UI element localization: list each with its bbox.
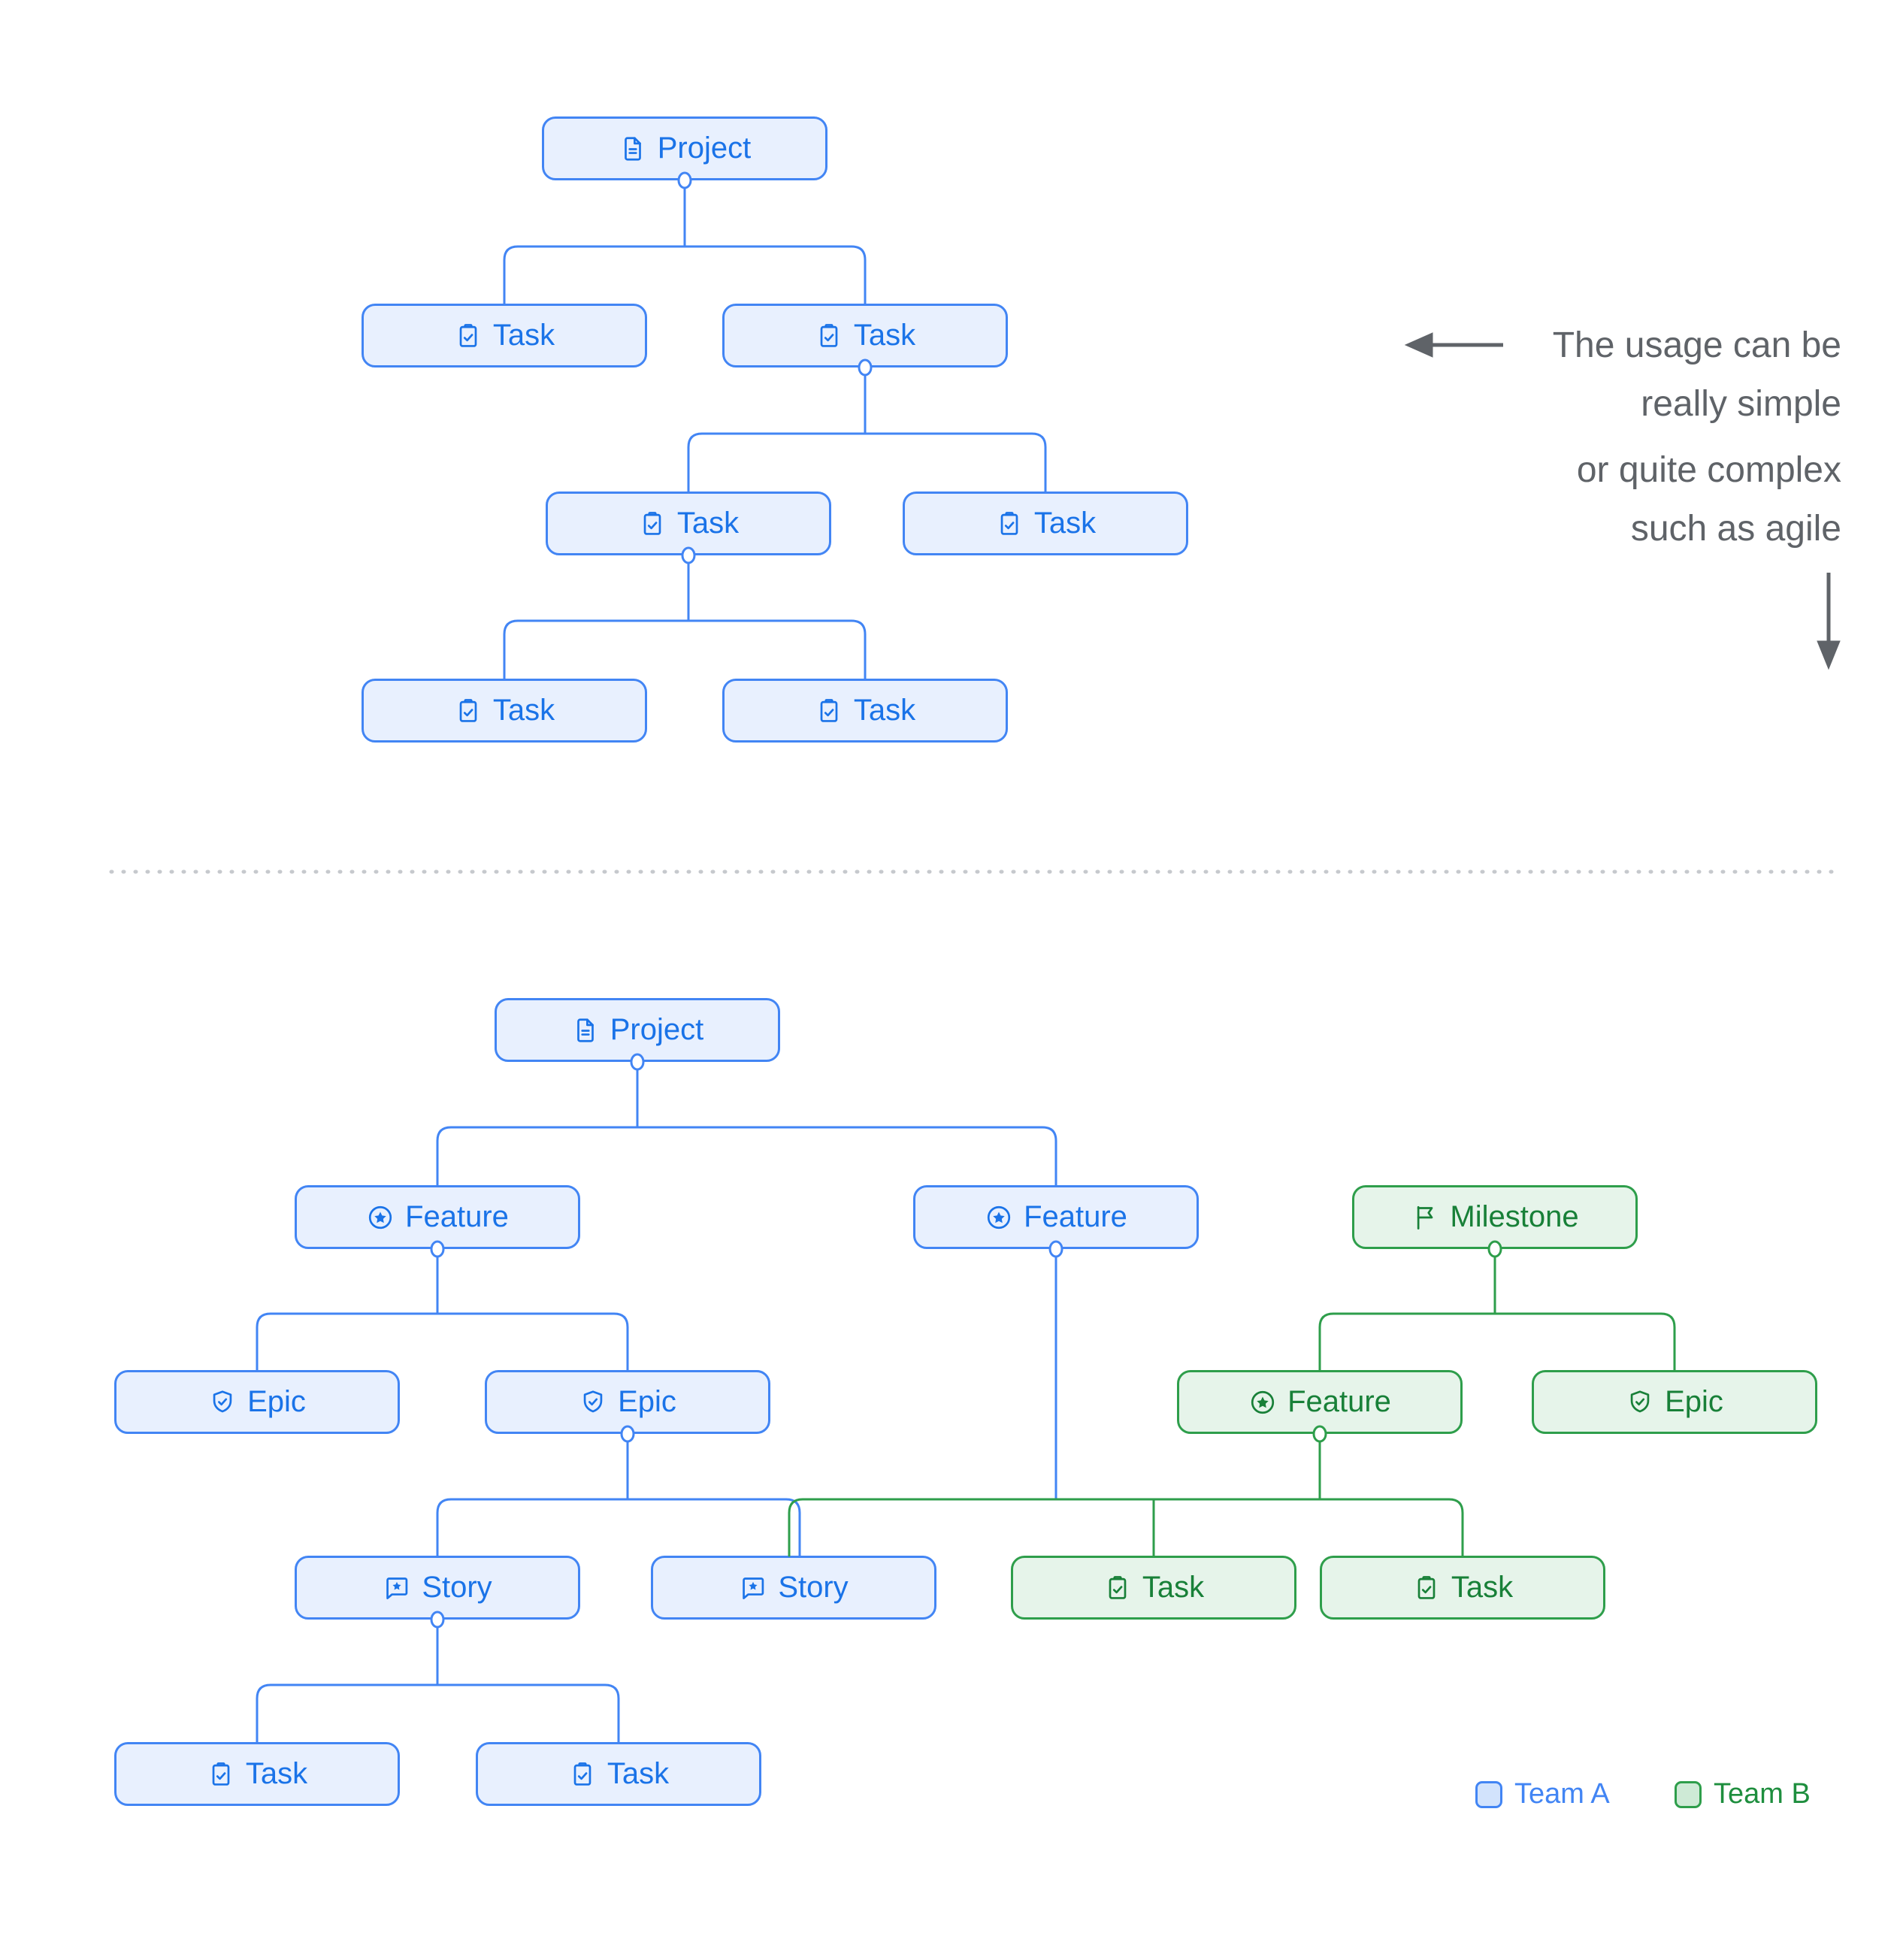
- node-label: Feature: [1287, 1385, 1391, 1418]
- task-icon: [638, 510, 667, 538]
- node-b-task-2[interactable]: Task: [1320, 1556, 1605, 1620]
- node-label: Task: [245, 1757, 308, 1790]
- annotation-text: The usage can be really simple or quite …: [1553, 316, 1841, 558]
- annotation-line-4: such as agile: [1630, 509, 1841, 549]
- task-icon: [454, 697, 483, 725]
- node-b-story-2[interactable]: Story: [651, 1556, 936, 1620]
- node-t-project[interactable]: Project: [542, 116, 827, 180]
- node-label: Feature: [405, 1200, 509, 1233]
- node-label: Task: [1142, 1571, 1205, 1604]
- document-icon: [619, 135, 647, 163]
- team-b-swatch-icon: [1675, 1780, 1702, 1808]
- task-icon: [1412, 1574, 1441, 1602]
- story-icon: [383, 1574, 411, 1602]
- node-b-feature-1[interactable]: Feature: [295, 1185, 580, 1249]
- task-icon: [1103, 1574, 1132, 1602]
- node-label: Task: [853, 319, 916, 352]
- node-b-task-4[interactable]: Task: [476, 1742, 761, 1806]
- document-icon: [571, 1016, 600, 1045]
- node-label: Task: [676, 507, 740, 540]
- epic-icon: [579, 1388, 607, 1417]
- node-label: Epic: [247, 1385, 306, 1418]
- node-t-task-c[interactable]: Task: [546, 492, 831, 555]
- node-b-feature-3[interactable]: Feature: [1177, 1370, 1463, 1434]
- annotation-line-2: really simple: [1641, 384, 1841, 424]
- task-icon: [815, 322, 843, 350]
- node-b-task-3[interactable]: Task: [114, 1742, 400, 1806]
- annotation-line-3: or quite complex: [1576, 450, 1841, 490]
- task-icon: [815, 697, 843, 725]
- node-label: Epic: [618, 1385, 676, 1418]
- node-label: Milestone: [1450, 1200, 1579, 1233]
- node-label: Feature: [1024, 1200, 1127, 1233]
- legend-label: Team A: [1514, 1778, 1610, 1810]
- node-t-task-a[interactable]: Task: [362, 304, 647, 368]
- task-icon: [207, 1760, 235, 1789]
- task-icon: [454, 322, 483, 350]
- epic-icon: [1626, 1388, 1654, 1417]
- node-label: Task: [1451, 1571, 1514, 1604]
- node-label: Task: [607, 1757, 670, 1790]
- node-b-milestone[interactable]: Milestone: [1352, 1185, 1638, 1249]
- node-t-task-e[interactable]: Task: [362, 679, 647, 743]
- node-t-task-b[interactable]: Task: [722, 304, 1008, 368]
- node-label: Project: [610, 1013, 704, 1046]
- annotation-line-1: The usage can be: [1552, 325, 1841, 365]
- node-t-task-d[interactable]: Task: [903, 492, 1188, 555]
- node-b-epic-3[interactable]: Epic: [1532, 1370, 1817, 1434]
- node-b-feature-2[interactable]: Feature: [913, 1185, 1199, 1249]
- node-label: Story: [778, 1571, 849, 1604]
- node-label: Epic: [1665, 1385, 1723, 1418]
- feature-icon: [366, 1203, 395, 1232]
- node-b-epic-2[interactable]: Epic: [485, 1370, 770, 1434]
- node-label: Task: [492, 694, 555, 727]
- node-b-story-1[interactable]: Story: [295, 1556, 580, 1620]
- node-label: Task: [492, 319, 555, 352]
- milestone-icon: [1411, 1203, 1439, 1232]
- node-label: Task: [853, 694, 916, 727]
- task-icon: [995, 510, 1024, 538]
- legend-item-team-b: Team B: [1675, 1778, 1811, 1810]
- story-icon: [739, 1574, 767, 1602]
- team-a-swatch-icon: [1475, 1780, 1502, 1808]
- feature-icon: [985, 1203, 1013, 1232]
- node-b-task-1[interactable]: Task: [1011, 1556, 1296, 1620]
- legend-item-team-a: Team A: [1475, 1778, 1610, 1810]
- epic-icon: [208, 1388, 237, 1417]
- task-icon: [568, 1760, 597, 1789]
- node-label: Task: [1033, 507, 1097, 540]
- node-t-task-f[interactable]: Task: [722, 679, 1008, 743]
- node-b-project[interactable]: Project: [495, 998, 780, 1062]
- node-b-epic-1[interactable]: Epic: [114, 1370, 400, 1434]
- legend-label: Team B: [1714, 1778, 1811, 1810]
- node-label: Story: [422, 1571, 492, 1604]
- node-label: Project: [657, 132, 752, 165]
- feature-icon: [1248, 1388, 1277, 1417]
